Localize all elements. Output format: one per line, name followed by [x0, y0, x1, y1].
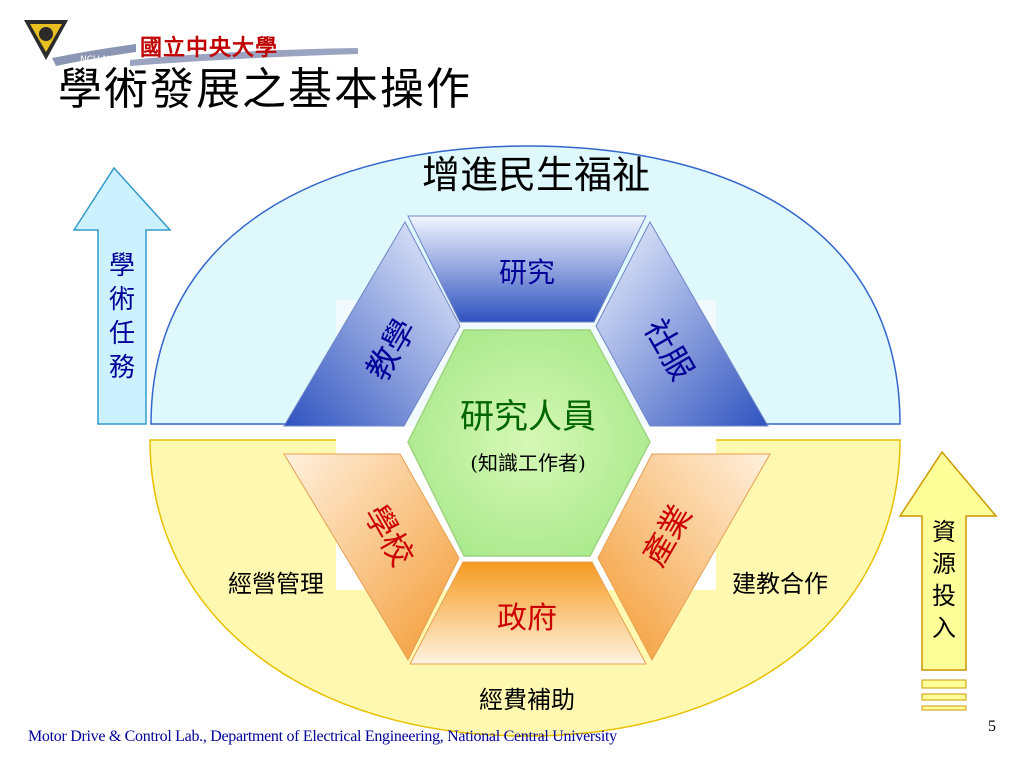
left-label: 經營管理 [228, 570, 324, 598]
left-arrow-label-char: 術 [109, 285, 135, 315]
page-number: 5 [988, 718, 996, 735]
segment-teaching [283, 220, 461, 427]
page-title: 學術發展之基本操作 [58, 64, 472, 115]
university-logo-icon: NCU NCU [24, 20, 136, 66]
left-arrow-label-char: 務 [109, 353, 135, 383]
right-arrow-label-char: 投 [932, 582, 956, 610]
logo-ribbon-text: NCU NCU [80, 55, 122, 65]
center-subtitle: (知識工作者) [470, 451, 586, 475]
footer-text: Motor Drive & Control Lab., Department o… [28, 728, 617, 745]
right-arrow-label-char: 源 [932, 550, 956, 578]
right-up-arrow-icon [898, 450, 998, 671]
left-arrow-label-char: 學 [109, 251, 135, 281]
logo-text: 國立中央大學 [140, 35, 279, 61]
segment-industry [597, 453, 771, 662]
arrow-tail-bar-3 [921, 705, 967, 711]
right-arrow-label-char: 入 [932, 614, 956, 642]
segment-social-service [595, 220, 769, 427]
logo-ribbon-icon [130, 48, 358, 66]
top-label: 增進民生福祉 [422, 153, 650, 197]
right-arrow-label-char: 資 [932, 518, 956, 546]
segment-research-label: 研究 [499, 256, 555, 289]
segment-school [283, 453, 460, 662]
arrow-tail-bar-1 [921, 679, 967, 689]
bottom-label: 經費補助 [479, 686, 575, 714]
left-up-arrow-icon [72, 166, 172, 425]
center-hexagon [407, 329, 651, 557]
segment-government-label: 政府 [497, 601, 557, 636]
left-arrow-label-char: 任 [109, 319, 135, 349]
arrow-tail-bar-2 [921, 693, 967, 701]
right-label: 建教合作 [732, 570, 828, 598]
segment-research [407, 215, 647, 323]
center-title: 研究人員 [460, 397, 596, 437]
segment-government [409, 561, 647, 665]
